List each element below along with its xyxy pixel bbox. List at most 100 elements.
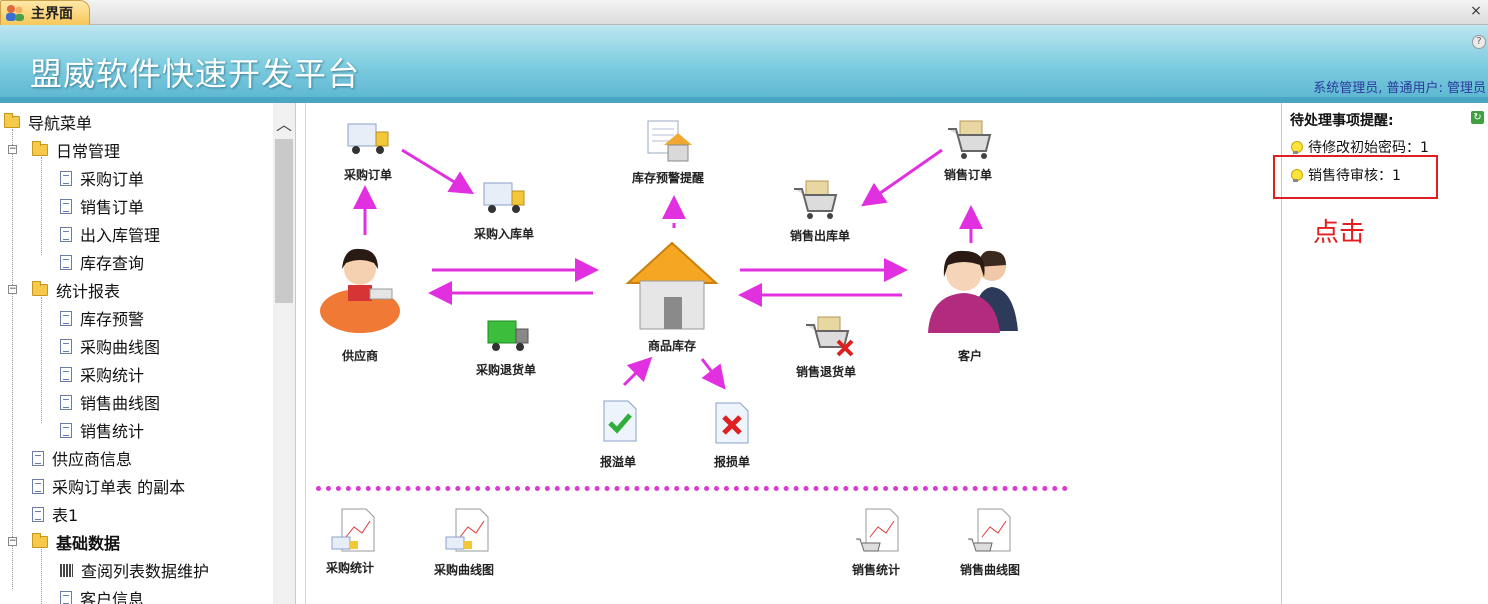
purchase-curve-label: 采购曲线图 (434, 563, 495, 577)
document-icon (60, 422, 72, 438)
grid-icon (60, 563, 73, 577)
reminder-text: 待修改初始密码：1 (1308, 140, 1429, 156)
chart-truck-icon[interactable] (444, 507, 492, 557)
warehouse-alert-icon[interactable] (646, 119, 694, 165)
collapse-toggle[interactable]: − (8, 284, 17, 294)
document-icon (60, 394, 72, 410)
nav-item-sales-curve[interactable]: 销售曲线图 (60, 388, 160, 416)
separator (316, 486, 1068, 491)
check-document-icon[interactable] (602, 399, 638, 443)
document-icon (32, 506, 44, 522)
click-annotation: 点击 (1313, 218, 1366, 248)
purchase-inbound-label: 采购入库单 (474, 227, 535, 241)
cart-cancel-icon[interactable] (804, 315, 856, 359)
highlight-box (1273, 155, 1438, 199)
sales-outbound-label: 销售出库单 (790, 229, 851, 243)
nav-item-purchase-stats[interactable]: 采购统计 (60, 360, 144, 388)
supplier-icon[interactable] (318, 243, 404, 335)
nav-item-purchase-order[interactable]: 采购订单 (60, 164, 144, 192)
users-icon (6, 5, 24, 21)
nav-item-lookup-maintenance[interactable]: 查阅列表数据维护 (60, 556, 209, 584)
collapse-toggle[interactable]: − (8, 536, 17, 546)
flow-diagram: 采购订单 采购入库单 库存预警提醒 销售出库单 销售订单 供应商 (305, 103, 1280, 604)
nav-item-label: 销售统计 (80, 422, 145, 441)
x-document-icon[interactable] (714, 401, 750, 445)
truck-icon[interactable] (482, 179, 528, 219)
nav-item-daily-management[interactable]: 日常管理 (32, 136, 120, 164)
nav-item-label: 基础数据 (56, 534, 121, 553)
loss-label: 报损单 (714, 455, 751, 469)
scrollbar-thumb[interactable] (275, 139, 293, 303)
document-icon (60, 198, 72, 214)
nav-item-label: 采购曲线图 (80, 338, 161, 357)
collapse-toggle[interactable]: − (8, 144, 17, 154)
sales-curve-label: 销售曲线图 (960, 563, 1021, 577)
document-icon (32, 450, 44, 466)
document-icon (60, 170, 72, 186)
nav-item-stock-warning[interactable]: 库存预警 (60, 304, 144, 332)
user-info: 系统管理员, 普通用户: 管理员 (1313, 81, 1486, 96)
nav-item-supplier-info[interactable]: 供应商信息 (32, 444, 132, 472)
nav-item-table1[interactable]: 表1 (32, 500, 78, 528)
house-icon[interactable] (622, 235, 722, 335)
sales-stats-label: 销售统计 (852, 563, 901, 577)
folder-open-icon (32, 141, 48, 156)
nav-item-sales-order[interactable]: 销售订单 (60, 192, 144, 220)
nav-item-customer-info[interactable]: 客户信息 (60, 584, 144, 604)
nav-item-purchase-order-copy[interactable]: 采购订单表 的副本 (32, 472, 185, 500)
nav-item-label: 查阅列表数据维护 (81, 562, 210, 581)
nav-item-label: 采购订单表 的副本 (52, 478, 186, 497)
purchase-return-label: 采购退货单 (476, 363, 537, 377)
nav-item-sales-stats[interactable]: 销售统计 (60, 416, 144, 444)
reminder-item-password[interactable]: 待修改初始密码：1 (1290, 137, 1429, 157)
nav-item-label: 销售曲线图 (80, 394, 161, 413)
nav-item-label: 销售订单 (80, 198, 145, 217)
tab-label: 主界面 (31, 6, 73, 22)
lightbulb-icon (1290, 169, 1303, 183)
nav-item-inout[interactable]: 出入库管理 (60, 220, 160, 248)
reminder-panel: 待处理事项提醒: ↻ 待修改初始密码：1 销售待审核：1 (1281, 103, 1488, 604)
reminder-text: 销售待审核：1 (1308, 168, 1401, 184)
nav-item-reports[interactable]: 统计报表 (32, 276, 120, 304)
nav-item-label: 日常管理 (56, 142, 121, 161)
app-title: 盟威软件快速开发平台 (30, 55, 361, 93)
document-icon (60, 310, 72, 326)
close-icon[interactable]: × (1470, 3, 1482, 19)
app-header: 盟威软件快速开发平台 ? 系统管理员, 普通用户: 管理员 (0, 25, 1488, 103)
chart-cart-icon[interactable] (854, 507, 902, 557)
truck-icon[interactable] (346, 120, 392, 160)
nav-item-root[interactable]: 导航菜单 (4, 108, 92, 136)
chart-cart-icon[interactable] (966, 507, 1014, 557)
sales-order-label: 销售订单 (944, 168, 993, 182)
nav-item-purchase-curve[interactable]: 采购曲线图 (60, 332, 160, 360)
nav-item-label: 客户信息 (80, 590, 145, 604)
overflow-label: 报溢单 (600, 455, 637, 469)
nav-item-label: 库存查询 (80, 254, 145, 273)
nav-item-label: 采购统计 (80, 366, 145, 385)
supplier-label: 供应商 (342, 349, 379, 363)
return-truck-icon[interactable] (486, 317, 532, 357)
tab-main[interactable]: 主界面 (0, 0, 90, 25)
nav-item-label: 表1 (52, 506, 79, 525)
help-icon[interactable]: ? (1472, 35, 1486, 49)
reminder-item-sales-review[interactable]: 销售待审核：1 (1290, 165, 1401, 185)
flow-arrows (353, 148, 983, 390)
document-icon (60, 254, 72, 270)
customer-icon[interactable] (922, 243, 1022, 335)
cart-icon[interactable] (946, 119, 994, 161)
nav-item-label: 导航菜单 (28, 114, 93, 133)
reminder-title: 待处理事项提醒: (1290, 113, 1394, 129)
chart-truck-icon[interactable] (330, 507, 378, 557)
inventory-label: 商品库存 (648, 339, 697, 353)
nav-item-stock-query[interactable]: 库存查询 (60, 248, 144, 276)
folder-open-icon (32, 281, 48, 296)
customer-label: 客户 (958, 349, 983, 363)
nav-item-base-data[interactable]: 基础数据 (32, 528, 120, 556)
refresh-icon[interactable]: ↻ (1471, 111, 1484, 124)
nav-item-label: 供应商信息 (52, 450, 133, 469)
nav-item-label: 采购订单 (80, 170, 145, 189)
cart-icon[interactable] (792, 179, 840, 221)
scroll-up-icon[interactable]: ︿ (275, 115, 292, 134)
lightbulb-icon (1290, 141, 1303, 155)
navigation-tree: 导航菜单 − 日常管理 采购订单 销售订单 出入库管理 库存查询 − 统计报表 … (0, 103, 296, 604)
